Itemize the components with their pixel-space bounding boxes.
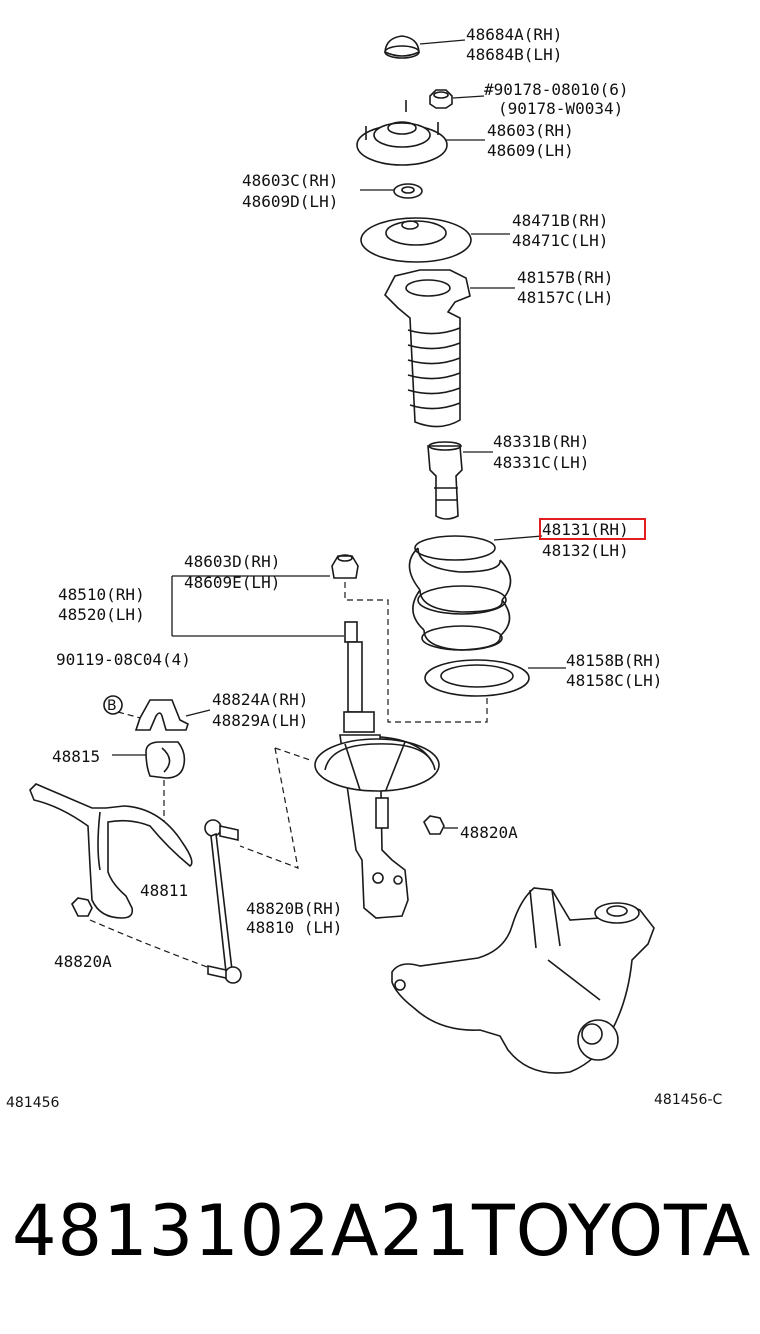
label-90119: 90119-08C04(4): [56, 650, 191, 669]
upper-spring-seat: [360, 217, 472, 263]
label-90178-alt: (90178-W0034): [498, 99, 623, 118]
strut-mount: [356, 100, 448, 166]
stabilizer-bushing: [145, 741, 186, 779]
label-48820a-right: 48820A: [460, 823, 518, 842]
bump-stopper: [427, 441, 463, 520]
steering-knuckle: [391, 887, 655, 1074]
label-48331b: 48331B(RH): [493, 432, 589, 451]
brand-name: TOYOTA: [472, 1190, 752, 1272]
bushing-nut-left: [71, 897, 93, 917]
stabilizer-bar: [29, 783, 193, 919]
shock-absorber: [314, 621, 440, 919]
highlight-box: [539, 518, 646, 540]
ref-code-right: 481456-C: [654, 1092, 722, 1108]
label-48829a: 48829A(LH): [212, 711, 308, 730]
label-48158c: 48158C(LH): [566, 671, 662, 690]
top-nut: [429, 89, 453, 109]
label-48609: 48609(LH): [487, 141, 574, 160]
label-48811: 48811: [140, 881, 188, 900]
footer: 4813102A21 TOYOTA: [0, 1190, 760, 1280]
label-48603c: 48603C(RH): [242, 171, 338, 190]
label-48510: 48510(RH): [58, 585, 145, 604]
bearing-washer: [393, 183, 423, 199]
label-48131: 48131(RH): [542, 520, 629, 539]
label-48471b: 48471B(RH): [512, 211, 608, 230]
label-48603: 48603(RH): [487, 121, 574, 140]
label-48824a: 48824A(RH): [212, 690, 308, 709]
label-48157b: 48157B(RH): [517, 268, 613, 287]
label-48603d: 48603D(RH): [184, 552, 280, 571]
label-48157c: 48157C(LH): [517, 288, 613, 307]
label-48810: 48810 (LH): [246, 918, 342, 937]
label-48331c: 48331C(LH): [493, 453, 589, 472]
label-48815: 48815: [52, 747, 100, 766]
label-48684b: 48684B(LH): [466, 45, 562, 64]
link-nut-right: [423, 815, 445, 835]
stabilizer-link: [204, 819, 242, 984]
label-90178-main: #90178-08010(6): [484, 80, 629, 99]
rod-nut: [331, 554, 359, 579]
label-48684a: 48684A(RH): [466, 25, 562, 44]
label-48820a-left: 48820A: [54, 952, 112, 971]
label-48609d: 48609D(LH): [242, 192, 338, 211]
coil-spring: [408, 535, 512, 651]
part-number: 4813102A21: [12, 1190, 471, 1272]
lower-spring-insulator: [424, 659, 530, 697]
label-48471c: 48471C(LH): [512, 231, 608, 250]
label-48820b: 48820B(RH): [246, 899, 342, 918]
stabilizer-bracket: [134, 699, 189, 731]
dust-boot: [384, 269, 471, 428]
label-48609e: 48609E(LH): [184, 573, 280, 592]
ref-code-left: 481456: [6, 1095, 60, 1111]
strut-cap: [384, 35, 420, 59]
label-48158b: 48158B(RH): [566, 651, 662, 670]
bolt-callout: B: [103, 695, 123, 715]
bolt-mark-label: B: [107, 698, 117, 714]
label-48132: 48132(LH): [542, 541, 629, 560]
label-48520: 48520(LH): [58, 605, 145, 624]
